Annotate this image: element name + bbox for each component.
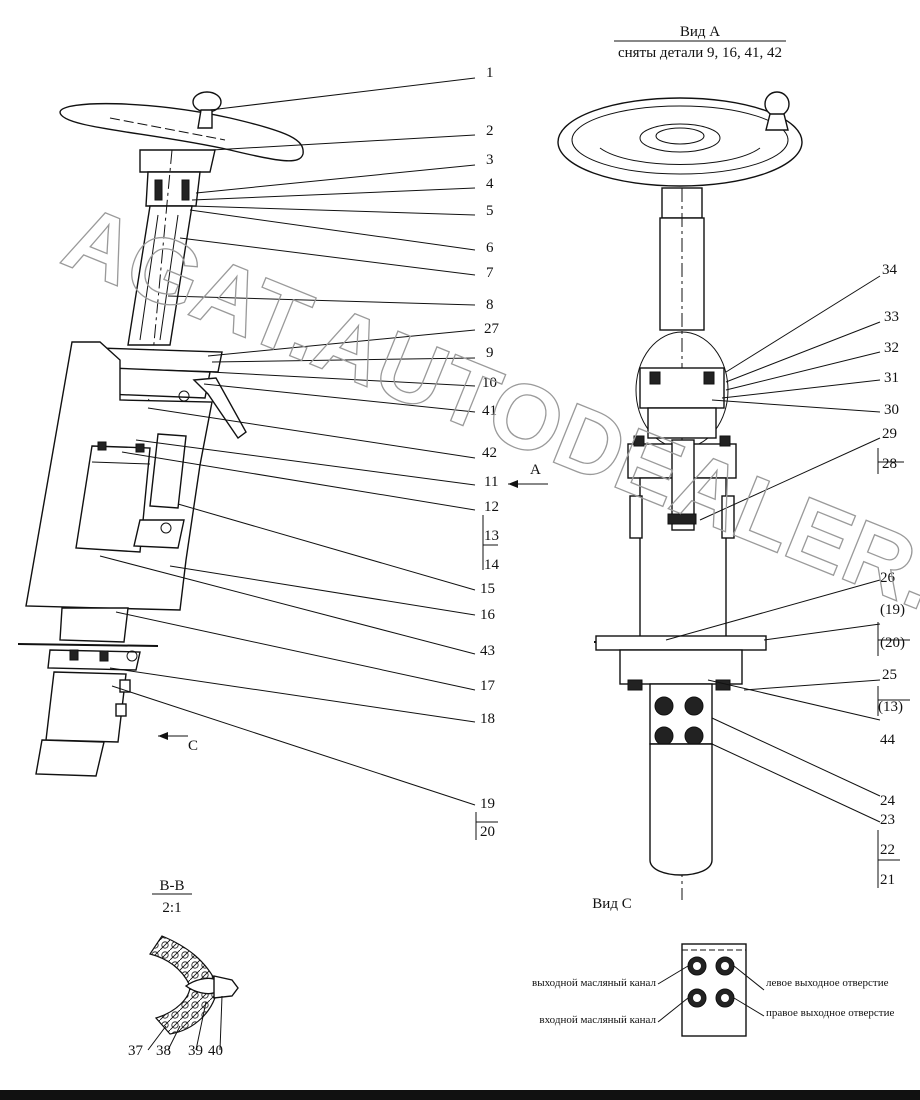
section-bb-title: B-B: [159, 878, 184, 894]
arrow-c-label: C: [188, 738, 198, 754]
callout: 44: [880, 732, 896, 748]
callout: 37: [128, 1043, 144, 1059]
callout: 20: [480, 824, 495, 840]
view-a: Вид А сняты детали 9, 16, 41, 42: [557, 24, 910, 900]
callout: 10: [482, 375, 497, 391]
callout: 1: [486, 65, 494, 81]
arrow-a-label: A: [530, 462, 541, 478]
left-outlet-label: левое выходное отверстие: [766, 977, 889, 989]
callout: 4: [486, 176, 494, 192]
main-housing: [25, 341, 213, 611]
callout: 17: [480, 678, 496, 694]
callout: (13): [878, 699, 903, 715]
steering-wheel-front: [557, 91, 803, 187]
callout: 32: [884, 340, 899, 356]
callout: (20): [880, 635, 905, 651]
callout: 28: [882, 456, 897, 472]
callout: 2: [486, 123, 494, 139]
view-c: Вид С выходной масляный канал входной ма…: [532, 896, 895, 1037]
callout: 30: [884, 402, 899, 418]
callout: 21: [880, 872, 895, 888]
callout: (19): [880, 602, 905, 618]
callout: 33: [884, 309, 899, 325]
callout: 23: [880, 812, 895, 828]
callout: 5: [486, 203, 494, 219]
view-a-title: Вид А: [680, 24, 720, 40]
view-a-callouts: 34 33 32 31 30 29 28 26 (19) (20) 25 (13…: [878, 262, 905, 888]
callout: 16: [480, 607, 496, 623]
lower-assembly: [17, 607, 159, 777]
view-c-arrow: C: [158, 732, 198, 754]
callout: 13: [484, 528, 499, 544]
bottom-border: [0, 1090, 920, 1100]
callout: 14: [484, 557, 500, 573]
callout: 18: [480, 711, 495, 727]
callout: 7: [486, 265, 494, 281]
column-front: [594, 187, 767, 900]
callout: 24: [880, 793, 896, 809]
view-a-leaders: [665, 275, 910, 888]
callout: 41: [482, 403, 497, 419]
callout: 38: [156, 1043, 171, 1059]
section-bb: B-B 2:1 37 38 39 40: [128, 878, 239, 1059]
outlet-oil-channel-label: выходной масляный канал: [532, 977, 657, 989]
view-a-subtitle: сняты детали 9, 16, 41, 42: [618, 45, 782, 61]
callout: 12: [484, 499, 499, 515]
callout: 11: [484, 474, 498, 490]
callout: 34: [882, 262, 898, 278]
callout: 31: [884, 370, 899, 386]
callout: 19: [480, 796, 495, 812]
view-c-title: Вид С: [592, 896, 631, 912]
callout: 26: [880, 570, 896, 586]
callout: 8: [486, 297, 494, 313]
callout: 9: [486, 345, 494, 361]
callout: 40: [208, 1043, 223, 1059]
callout: 25: [882, 667, 897, 683]
main-callouts: 1 2 3 4 5 6 7 8 27 9 10 41 42 11 12 13 1…: [480, 65, 500, 840]
section-bb-scale: 2:1: [162, 900, 181, 916]
callout: 27: [484, 321, 500, 337]
callout: 43: [480, 643, 495, 659]
callout: 3: [486, 152, 494, 168]
view-a-arrow: A: [508, 462, 548, 488]
callout: 42: [482, 445, 497, 461]
main-leaders: [99, 77, 498, 840]
callout: 6: [486, 240, 494, 256]
inlet-oil-channel-label: входной масляный канал: [539, 1014, 656, 1026]
callout: 15: [480, 581, 495, 597]
right-outlet-label: правое выходное отверстие: [766, 1007, 895, 1019]
steering-wheel-side: [59, 91, 304, 162]
main-view: [17, 91, 304, 777]
callout: 22: [880, 842, 895, 858]
callout: 39: [188, 1043, 203, 1059]
callout: 29: [882, 426, 897, 442]
